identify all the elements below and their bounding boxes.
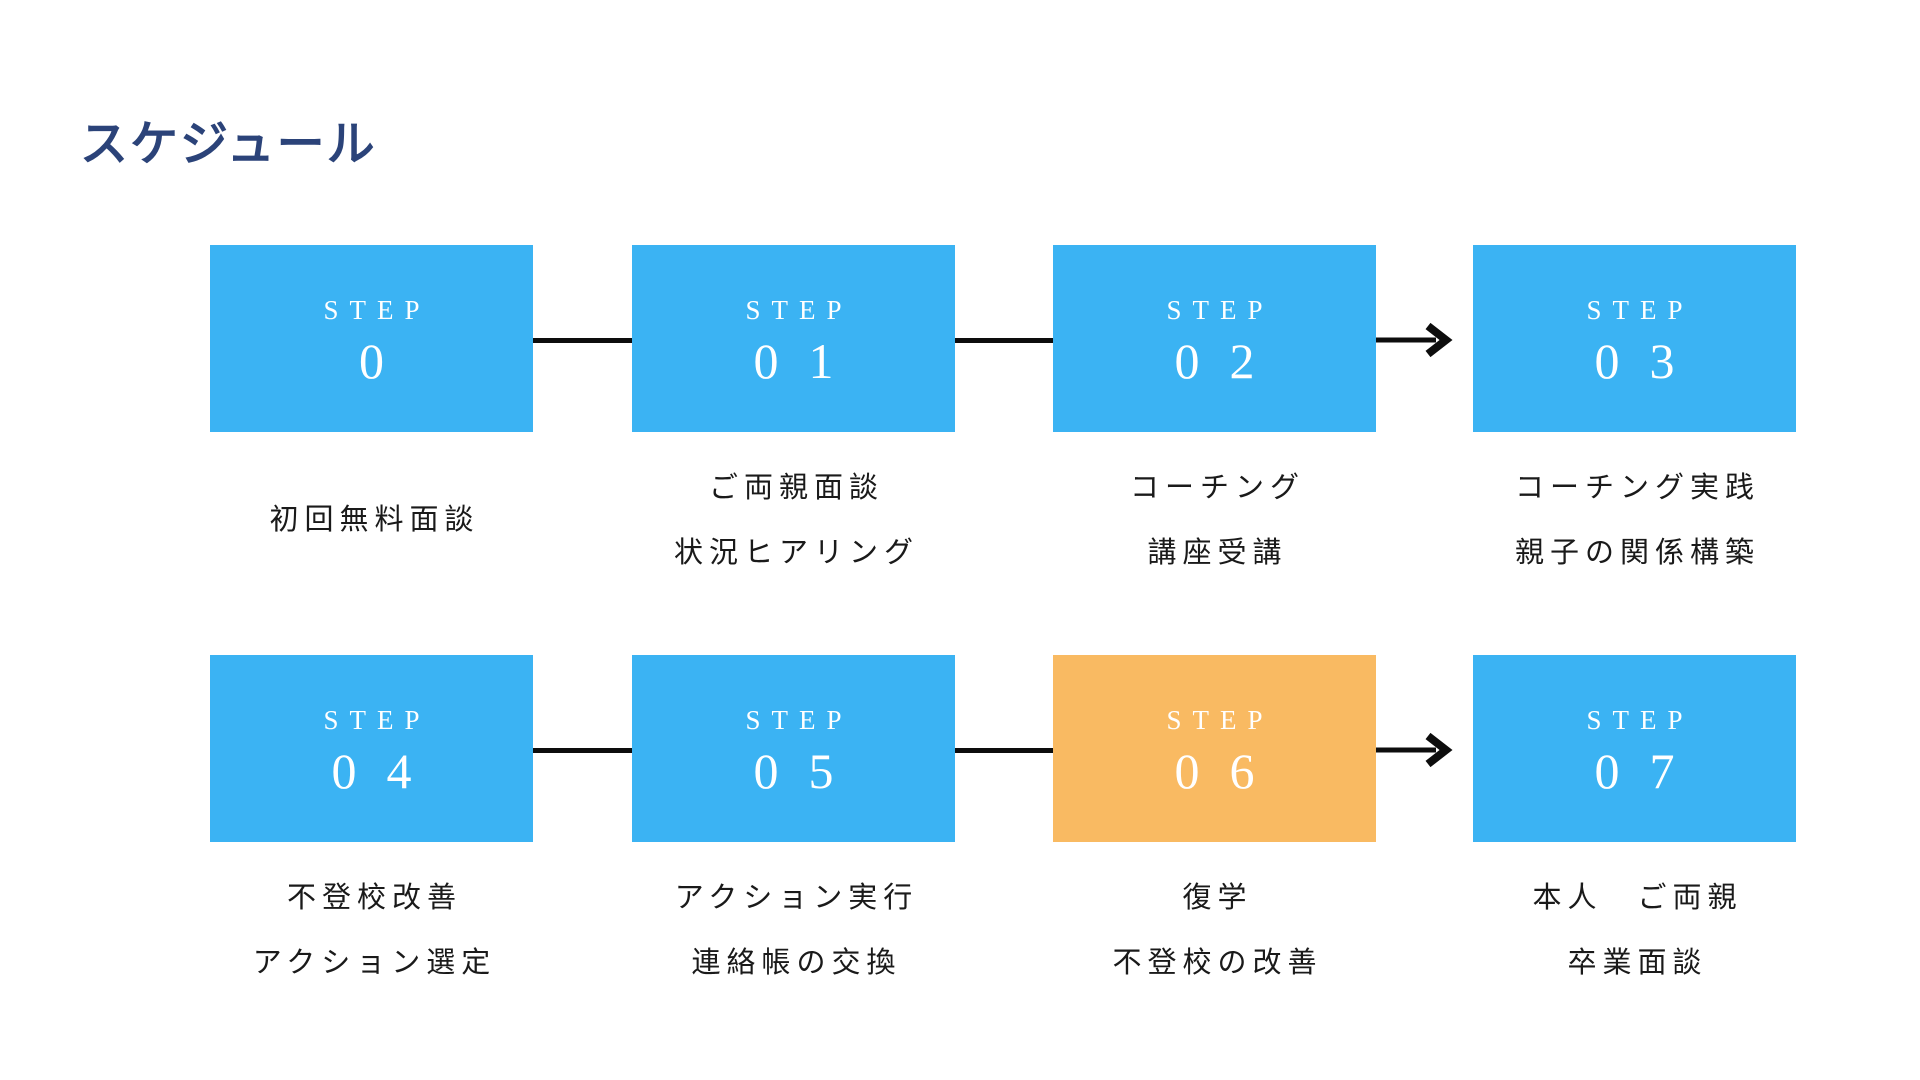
step-caption-02: コーチング 講座受講 [1053, 455, 1376, 585]
step-card-04: STEP 04 不登校改善 アクション選定 [210, 655, 533, 995]
caption-line-2: 卒業面談 [1567, 946, 1708, 979]
caption-line-1: ご両親面談 [708, 471, 884, 504]
step-box-04: STEP 04 [210, 655, 533, 842]
step-box-05: STEP 05 [632, 655, 955, 842]
caption-line-2: 状況ヒアリング [673, 536, 919, 569]
step-number: 07 [1594, 742, 1705, 799]
step-caption-07: 本人 ご両親 卒業面談 [1473, 865, 1796, 995]
caption-line-1: 不登校改善 [286, 881, 462, 914]
step-number: 04 [331, 742, 442, 799]
step-card-03: STEP 03 コーチング実践 親子の関係構築 [1473, 245, 1796, 585]
connector-line [533, 748, 632, 753]
step-card-01: STEP 01 ご両親面談 状況ヒアリング [632, 245, 955, 585]
caption-line-1: 初回無料面談 [269, 504, 480, 536]
caption-line-2: 親子の関係構築 [1514, 536, 1760, 569]
step-label: STEP [1586, 294, 1694, 325]
caption-line-2: 連絡帳の交換 [691, 946, 902, 979]
step-caption-0: 初回無料面談 [210, 455, 533, 585]
connector-line [533, 338, 632, 343]
step-label: STEP [745, 704, 853, 735]
step-box-07: STEP 07 [1473, 655, 1796, 842]
step-label: STEP [1586, 704, 1694, 735]
step-box-06-highlighted: STEP 06 [1053, 655, 1376, 842]
caption-line-2: 不登校の改善 [1112, 946, 1323, 979]
step-number: 0 [359, 332, 414, 389]
step-label: STEP [1166, 294, 1274, 325]
caption-line-1: コーチング実践 [1514, 471, 1760, 504]
step-box-01: STEP 01 [632, 245, 955, 432]
step-label: STEP [745, 294, 853, 325]
connector-line [955, 338, 1053, 343]
step-card-02: STEP 02 コーチング 講座受講 [1053, 245, 1376, 585]
connector-line [955, 748, 1053, 753]
caption-line-1: 本人 ご両親 [1532, 881, 1743, 914]
step-caption-06: 復学 不登校の改善 [1053, 865, 1376, 995]
step-caption-03: コーチング実践 親子の関係構築 [1473, 455, 1796, 585]
step-number: 02 [1174, 332, 1285, 389]
step-number: 03 [1594, 332, 1705, 389]
arrow-right-icon [1376, 728, 1456, 772]
step-caption-05: アクション実行 連絡帳の交換 [632, 865, 955, 995]
caption-line-2: アクション選定 [252, 946, 497, 979]
step-card-05: STEP 05 アクション実行 連絡帳の交換 [632, 655, 955, 995]
step-box-0: STEP 0 [210, 245, 533, 432]
step-number: 06 [1174, 742, 1285, 799]
step-number: 05 [753, 742, 864, 799]
step-card-06: STEP 06 復学 不登校の改善 [1053, 655, 1376, 995]
caption-line-1: 復学 [1182, 881, 1253, 914]
step-number: 01 [753, 332, 864, 389]
step-box-03: STEP 03 [1473, 245, 1796, 432]
page-title: スケジュール [80, 118, 377, 172]
step-caption-04: 不登校改善 アクション選定 [210, 865, 533, 995]
step-label: STEP [1166, 704, 1274, 735]
caption-line-2: 講座受講 [1147, 536, 1288, 569]
caption-line-1: アクション実行 [674, 881, 919, 914]
step-card-0: STEP 0 初回無料面談 [210, 245, 533, 585]
step-label: STEP [323, 294, 431, 325]
step-label: STEP [323, 704, 431, 735]
caption-line-1: コーチング [1129, 471, 1305, 504]
step-box-02: STEP 02 [1053, 245, 1376, 432]
step-card-07: STEP 07 本人 ご両親 卒業面談 [1473, 655, 1796, 995]
arrow-right-icon [1376, 318, 1456, 362]
step-caption-01: ご両親面談 状況ヒアリング [632, 455, 955, 585]
